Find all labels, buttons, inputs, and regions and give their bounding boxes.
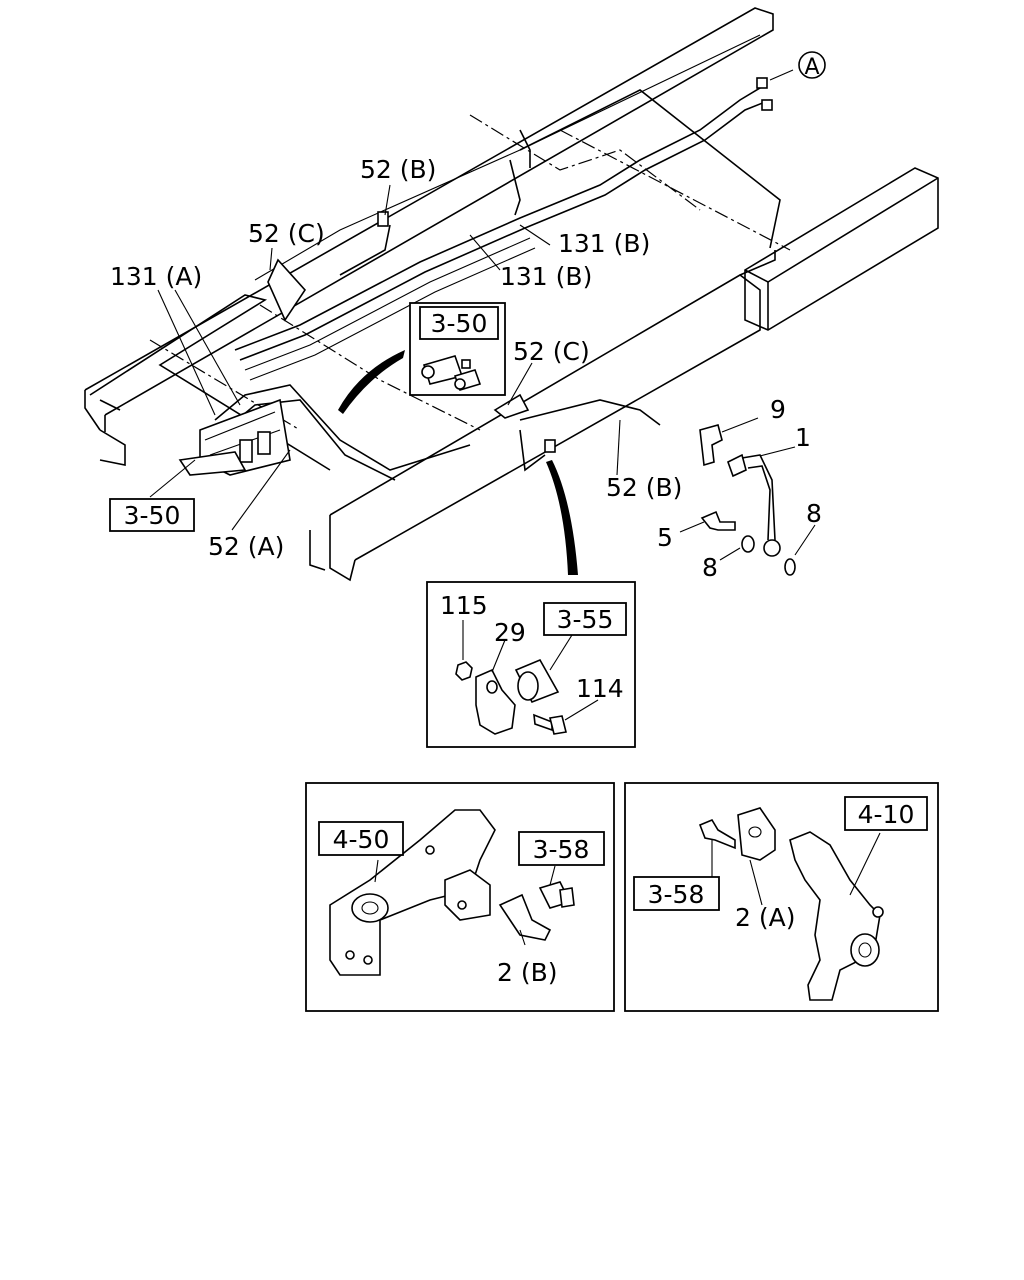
refbox-450-frame [318, 821, 404, 856]
refbox-358-right: 3-58 [648, 880, 705, 909]
callout-8-a: 8 [702, 553, 718, 582]
callout-115: 115 [440, 591, 488, 620]
refbox-450: 4-50 [333, 825, 390, 854]
callout-52c-left: 52 (C) [248, 219, 325, 248]
callout-52c-mid: 52 (C) [513, 337, 590, 366]
refbox-355: 3-55 [557, 605, 614, 634]
callout-2a: 2 (A) [735, 903, 795, 932]
refbox-410: 4-10 [858, 800, 915, 829]
ref-a-label: A [804, 55, 819, 80]
callout-131a: 131 (A) [110, 262, 202, 291]
refbox-358-right-frame [633, 876, 720, 911]
refbox-350-inset: 3-50 [431, 309, 488, 338]
pipe-clips [267, 77, 773, 453]
callout-131b-2: 131 (B) [500, 262, 592, 291]
inset-bottom-right-parts [698, 807, 884, 1001]
callout-52a: 52 (A) [208, 532, 284, 561]
leader-lines [149, 69, 881, 946]
inset-clip-parts [455, 658, 567, 735]
callout-131b-1: 131 (B) [558, 229, 650, 258]
frame-left-rail [84, 7, 774, 432]
ref-circle-a [798, 51, 826, 79]
callout-52b-right: 52 (B) [606, 473, 682, 502]
refbox-355-frame [543, 602, 627, 636]
callout-52b-top: 52 (B) [360, 155, 436, 184]
callout-5: 5 [657, 523, 673, 552]
frame-rear-crossmember [469, 89, 939, 331]
callout-8-b: 8 [806, 499, 822, 528]
callout-2b: 2 (B) [497, 958, 558, 987]
inset-top-parts [421, 355, 482, 391]
refbox-410-frame [844, 796, 928, 831]
callout-1: 1 [795, 423, 811, 452]
refbox-350-left: 3-50 [124, 501, 181, 530]
view-arrow-lower [546, 460, 578, 575]
callout-9: 9 [770, 395, 786, 424]
brake-pipes [214, 84, 771, 481]
hose-group [699, 424, 796, 576]
view-arrow-upper [338, 350, 405, 414]
callout-29: 29 [494, 618, 526, 647]
valve-assembly [178, 398, 291, 476]
refbox-358-left: 3-58 [533, 835, 590, 864]
refbox-358-left-frame [518, 831, 605, 866]
refbox-350-inset-frame [419, 306, 499, 340]
callout-114: 114 [576, 674, 624, 703]
inset-bottom-left-parts [329, 809, 575, 976]
refbox-350-left-frame [109, 498, 195, 532]
